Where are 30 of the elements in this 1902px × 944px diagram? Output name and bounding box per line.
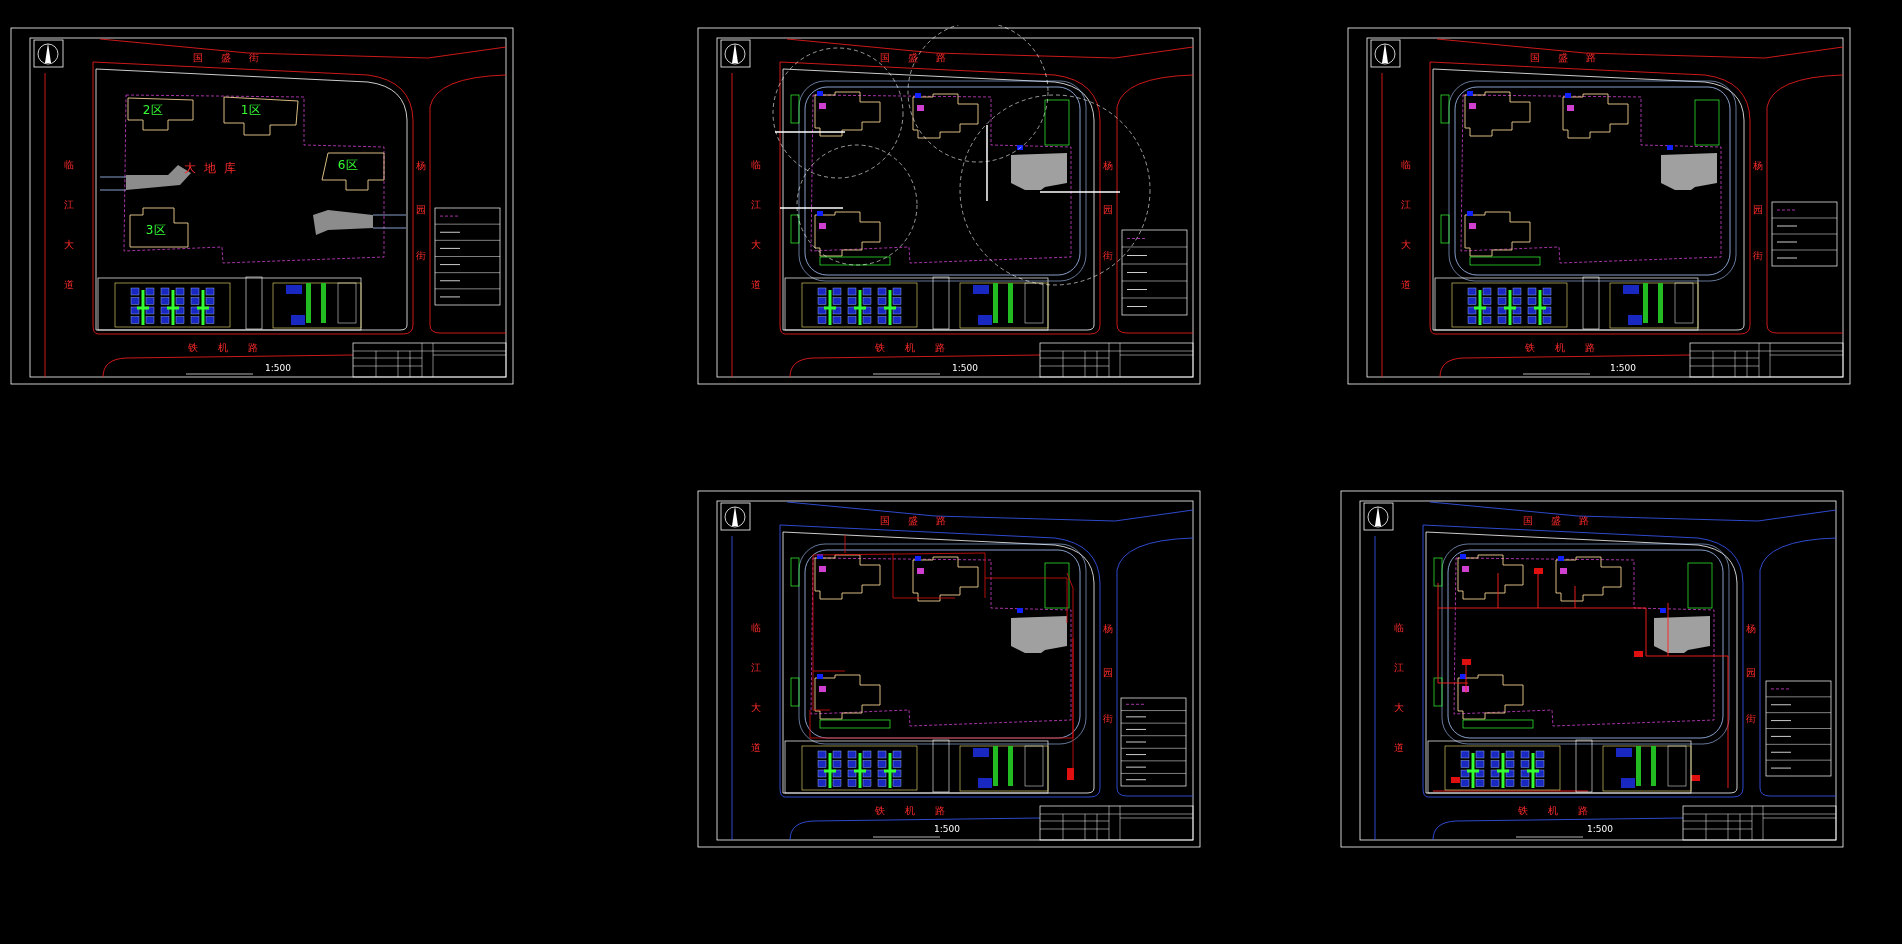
- road-name: 国盛路: [1529, 53, 1614, 63]
- scale-label: 1:500: [952, 363, 978, 373]
- road-name: 杨园街: [1752, 151, 1762, 287]
- road-name: 铁机路: [1517, 806, 1608, 816]
- road-name: 国盛路: [1522, 516, 1607, 526]
- scale-label: 1:500: [265, 363, 291, 373]
- road-name: 国盛路: [879, 516, 964, 526]
- area-label: 大地库: [183, 162, 244, 174]
- scale-label: 1:500: [934, 824, 960, 834]
- road-name: 铁机路: [1524, 343, 1615, 353]
- scale-label: 1:500: [1610, 363, 1636, 373]
- road-name: 杨园街: [415, 151, 425, 287]
- road-name: 临江大道: [750, 613, 760, 774]
- road-name: 国盛街: [192, 53, 277, 63]
- area-label: 6区: [336, 159, 360, 171]
- road-name: 杨园街: [1102, 614, 1112, 750]
- road-name: 杨园街: [1745, 614, 1755, 750]
- area-label: 2区: [141, 104, 165, 116]
- road-name: 临江大道: [1400, 150, 1410, 311]
- road-name: 临江大道: [1393, 613, 1403, 774]
- area-label: 1区: [239, 104, 263, 116]
- road-name: 铁机路: [874, 806, 965, 816]
- road-name: 国盛路: [879, 53, 964, 63]
- area-label: 3区: [144, 224, 168, 236]
- road-name: 临江大道: [750, 150, 760, 311]
- road-name: 临江大道: [63, 150, 73, 311]
- road-name: 杨园街: [1102, 151, 1112, 287]
- scale-label: 1:500: [1587, 824, 1613, 834]
- road-name: 铁机路: [187, 343, 278, 353]
- road-name: 铁机路: [874, 343, 965, 353]
